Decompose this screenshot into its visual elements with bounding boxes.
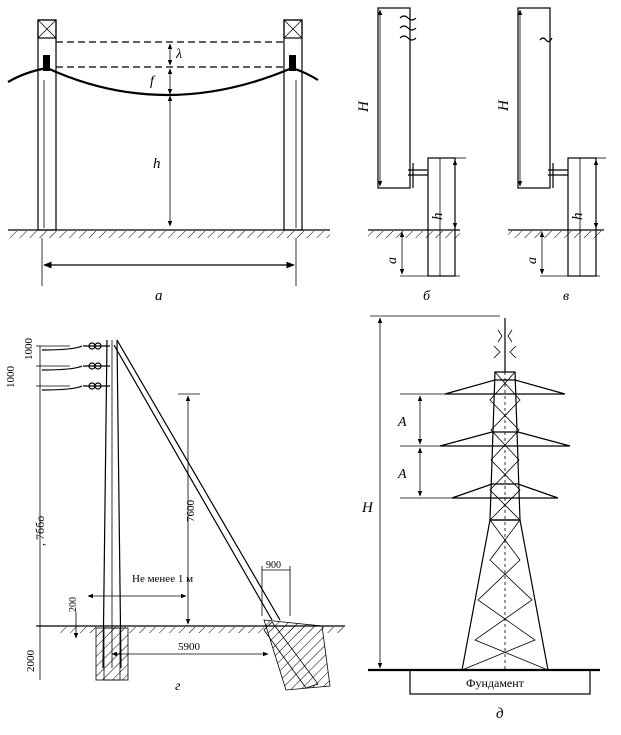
- spacing-label-1: A: [397, 415, 407, 430]
- caption-b: б: [423, 289, 431, 304]
- insulator-middle: [41, 362, 110, 371]
- lambda-label: λ: [175, 47, 182, 62]
- left-insulator: [43, 55, 50, 71]
- right-crossarm-box: [283, 19, 303, 39]
- foundation-block: [409, 669, 591, 695]
- tall-pole-v: [517, 7, 551, 189]
- crossarm-bottom: [451, 483, 559, 499]
- caption-a: а: [155, 288, 163, 304]
- depth-label-v: a: [525, 257, 540, 264]
- anchor-pit: [263, 619, 331, 691]
- foundation-label: Фундамент: [466, 676, 525, 690]
- sag-label: f: [150, 74, 156, 89]
- tall-pole-b: [377, 7, 411, 189]
- min-distance-label: Не менее 1 м: [132, 573, 193, 585]
- left-pole: [37, 19, 57, 231]
- ground-offset-label: 200: [68, 597, 79, 612]
- panel-b: H h a б: [356, 7, 466, 304]
- caption-v: в: [563, 289, 569, 304]
- panel-g: 1000 1000 , 7ббо 2000 7600 200 Не менее …: [5, 338, 345, 694]
- left-crossarm-box: [37, 19, 57, 39]
- spacing-bottom-label: 1000: [5, 366, 17, 389]
- crossarm-middle: [439, 431, 571, 447]
- right-pole: [283, 19, 303, 231]
- depth-label-b: a: [385, 257, 400, 264]
- anchor-distance-label: 5900: [178, 641, 201, 653]
- caption-d: д: [496, 706, 504, 722]
- panel-a: λ f h а: [7, 19, 330, 304]
- caption-g: г: [175, 679, 181, 694]
- h-label-v: h: [570, 213, 586, 221]
- panel-d: A A H Фундамент д: [361, 315, 600, 722]
- depth-label-g: 2000: [25, 650, 37, 673]
- height-label: h: [153, 156, 161, 172]
- H-label-v: H: [496, 99, 512, 112]
- insulator-top: [41, 342, 110, 351]
- conductor-sag: [7, 66, 319, 97]
- right-insulator: [289, 55, 296, 71]
- tower-height-label: H: [361, 500, 374, 516]
- anchor-width-label: 900: [266, 560, 281, 571]
- crossarm-top: [444, 379, 566, 395]
- panel-v: H h a в: [496, 7, 606, 304]
- strut: [113, 344, 273, 621]
- pole-height-label: 7600: [185, 500, 197, 523]
- insulator-bottom: [41, 382, 110, 391]
- spacing-label-2: A: [397, 467, 407, 482]
- spacing-top-label: 1000: [23, 338, 35, 361]
- H-label-b: H: [356, 100, 372, 113]
- total-height-label: , 7ббо: [33, 516, 47, 546]
- h-label-b: h: [430, 213, 446, 221]
